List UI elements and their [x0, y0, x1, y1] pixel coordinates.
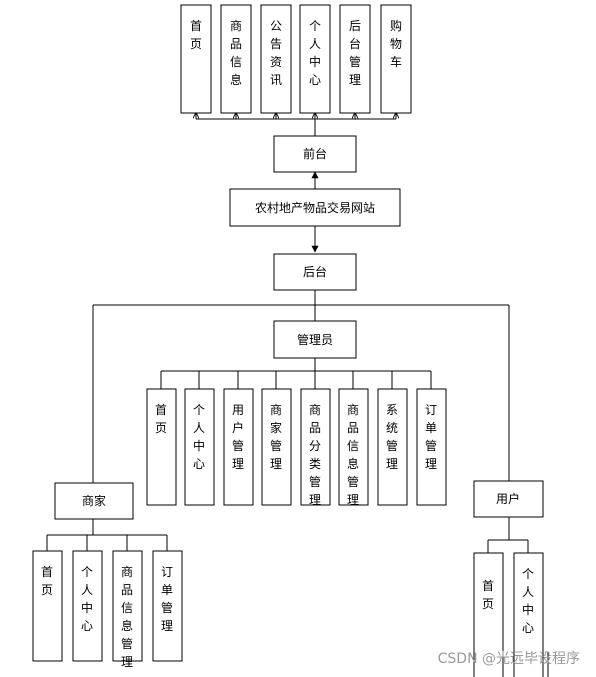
ad-home-box: 首页 — [146, 388, 177, 506]
site-label: 农村地产物品交易网站 — [255, 200, 375, 215]
fe-center-box: 个人中心 — [299, 4, 331, 114]
fe-cart-box: 购物车 — [380, 4, 412, 114]
fe-home-box: 首页 — [180, 4, 212, 114]
us-center-label: 个人中心 — [522, 567, 534, 635]
ad-goods-box: 商品信息管理 — [338, 388, 369, 507]
us-center-box: 个人中心 — [513, 552, 544, 677]
ad-merch-box: 商家管理 — [261, 388, 292, 506]
backend-box: 后台 — [273, 253, 357, 291]
admin-modules: 首页 个人中心 用户管理 商家管理 商品分类管理 商品信息管理 系统管理 订单管… — [146, 388, 447, 507]
ad-sys-box: 系统管理 — [377, 388, 408, 506]
fe-news-box: 公告资讯 — [260, 4, 292, 114]
me-order-label: 订单管理 — [161, 565, 173, 633]
fe-home-label: 首页 — [190, 19, 202, 51]
frontend-box: 前台 — [273, 135, 357, 173]
me-home-box: 首页 — [32, 550, 63, 662]
me-goods-label: 商品信息管理 — [121, 564, 133, 669]
site-box: 农村地产物品交易网站 — [229, 188, 401, 227]
us-home-label: 首页 — [482, 579, 494, 611]
fe-cart-label: 购物车 — [390, 18, 402, 69]
watermark: CSDN @光远毕设程序 — [438, 651, 580, 667]
ad-center-label: 个人中心 — [193, 403, 205, 471]
me-order-box: 订单管理 — [152, 550, 183, 662]
ad-home-label: 首页 — [155, 403, 167, 435]
user-modules: 首页 个人中心 — [473, 552, 544, 677]
fe-goods-box: 商品信息 — [220, 4, 252, 114]
backend-label: 后台 — [303, 264, 327, 279]
admin-box: 管理员 — [273, 320, 357, 359]
us-home-box: 首页 — [473, 552, 504, 677]
ad-user-label: 用户管理 — [232, 403, 244, 471]
ad-order-label: 订单管理 — [425, 403, 437, 471]
ad-goods-label: 商品信息管理 — [347, 402, 359, 507]
me-goods-box: 商品信息管理 — [112, 550, 143, 669]
fe-center-label: 个人中心 — [309, 19, 321, 87]
ad-cat-label: 商品分类管理 — [309, 402, 321, 507]
fe-admin-label: 后台管理 — [349, 19, 361, 87]
fe-news-label: 公告资讯 — [270, 19, 282, 87]
admin-label: 管理员 — [297, 332, 333, 347]
fe-goods-label: 商品信息 — [230, 18, 242, 87]
ad-cat-box: 商品分类管理 — [300, 388, 331, 507]
me-center-label: 个人中心 — [81, 565, 93, 633]
ad-center-box: 个人中心 — [184, 388, 215, 506]
user-label: 用户 — [496, 491, 520, 506]
connectors — [46, 113, 529, 553]
merchant-label: 商家 — [82, 493, 106, 508]
user-box: 用户 — [473, 480, 544, 518]
me-center-box: 个人中心 — [72, 550, 103, 662]
merchant-modules: 首页 个人中心 商品信息管理 订单管理 — [32, 550, 183, 669]
ad-merch-label: 商家管理 — [270, 402, 282, 471]
ad-user-box: 用户管理 — [223, 388, 254, 506]
ad-sys-label: 系统管理 — [386, 403, 398, 471]
merchant-box: 商家 — [54, 482, 134, 520]
frontend-modules: 首页 商品信息 公告资讯 个人中心 后台管理 购物车 — [180, 4, 412, 114]
ad-order-box: 订单管理 — [416, 388, 447, 506]
frontend-label: 前台 — [303, 146, 327, 161]
fe-admin-box: 后台管理 — [339, 4, 371, 114]
me-home-label: 首页 — [41, 565, 53, 597]
